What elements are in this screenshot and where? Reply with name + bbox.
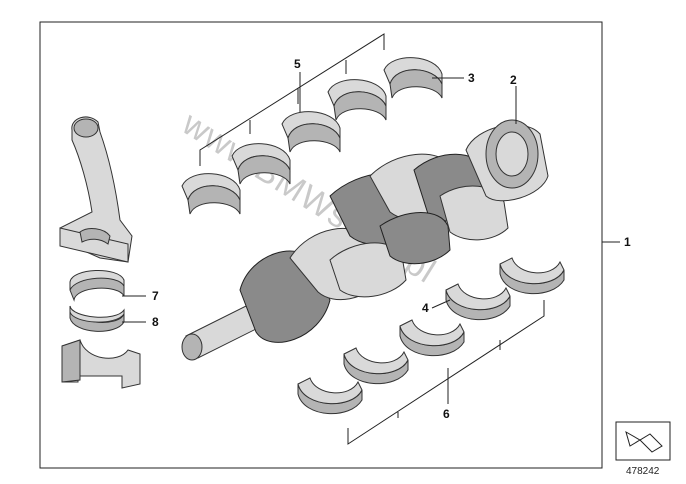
arrow-icon [625,430,663,453]
lower-shell-5 [499,257,565,294]
callout-4: 4 [422,301,429,315]
callout-2: 2 [510,73,517,87]
upper-shell-4 [327,79,387,121]
lower-shell-4 [445,283,511,320]
callout-3: 3 [468,71,475,85]
diagram-frame [39,21,603,469]
callout-8: 8 [152,315,159,329]
callout-5: 5 [294,57,301,71]
lower-shell-2 [343,347,409,384]
reference-number: 478242 [626,466,660,477]
upper-shell-1 [181,173,241,215]
upper-shell-2 [231,143,291,185]
callout-6: 6 [443,407,450,421]
crankshaft [181,119,549,361]
lower-main-bearing-shells [297,257,565,414]
rod-bearing-shell-lower [69,305,125,332]
lower-shell-3 [399,319,465,356]
upper-main-bearing-shells [181,57,443,215]
callout-1: 1 [624,235,631,249]
connecting-rod [59,116,133,263]
leader-lines [122,33,620,445]
lower-shell-1 [297,377,363,414]
direction-symbol-box [615,421,671,461]
rod-bearing-shell-upper [69,269,125,302]
upper-shell-5 [383,57,443,99]
rod-bearing-cap [61,339,141,389]
upper-shell-3 [281,111,341,153]
callout-7: 7 [152,289,159,303]
